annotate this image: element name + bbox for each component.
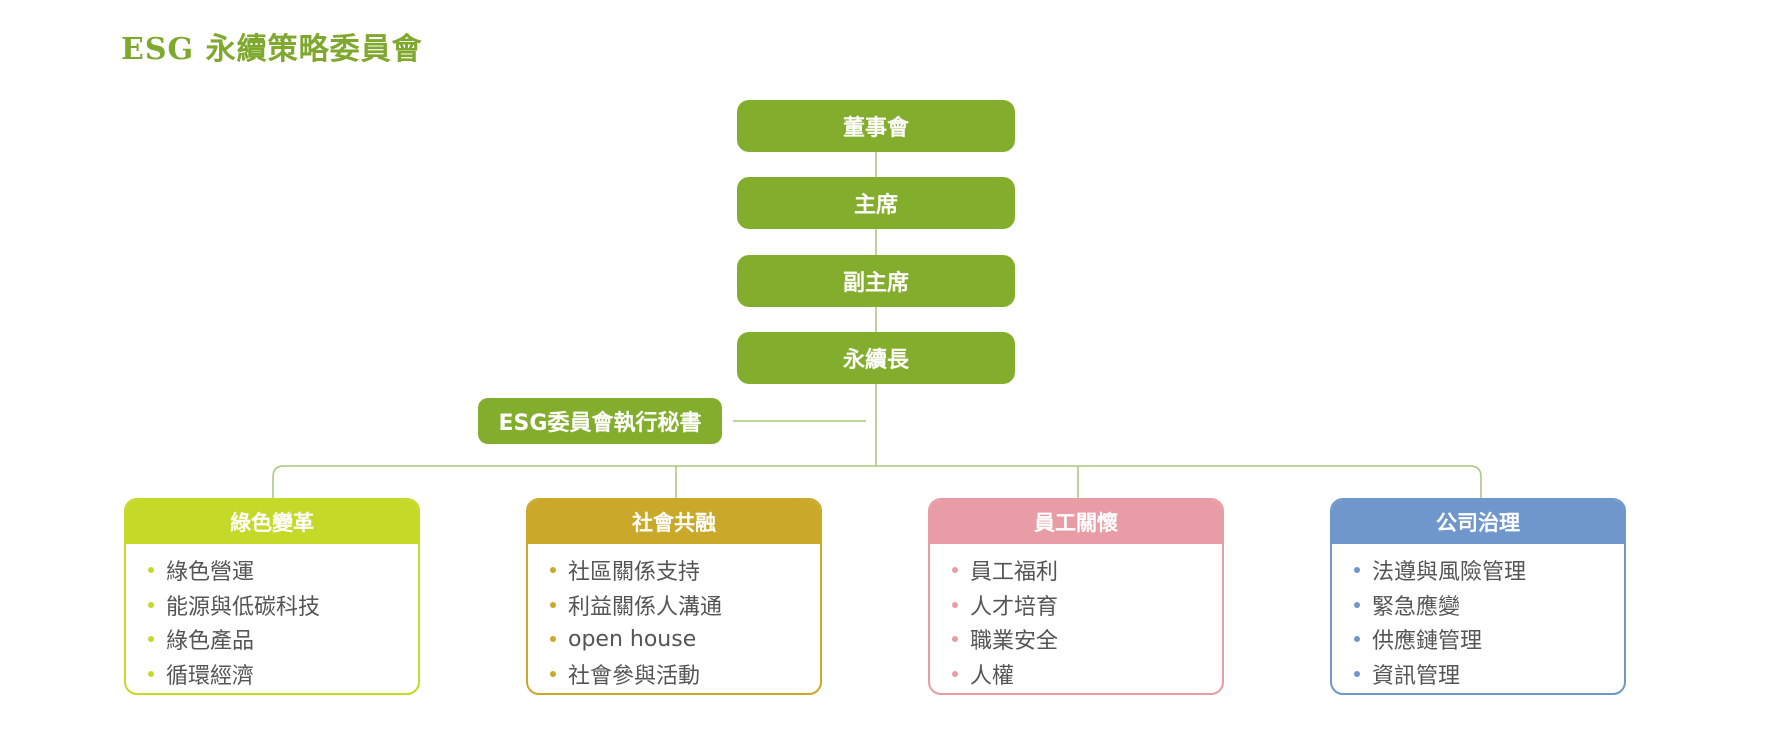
bullet-icon (148, 601, 154, 608)
list-item: 緊急應變 (1354, 588, 1624, 623)
bullet-icon (148, 636, 154, 643)
group-item-list: 員工福利 人才培育 職業安全 人權 (930, 544, 1222, 691)
list-item: 綠色產品 (148, 622, 418, 657)
bullet-icon (550, 601, 556, 608)
bullet-icon (952, 636, 958, 643)
group-header: 社會共融 (528, 500, 820, 544)
bullet-icon (148, 670, 154, 677)
list-item: 員工福利 (952, 553, 1222, 588)
group-header: 綠色變革 (126, 500, 418, 544)
list-item-label: open house (568, 626, 697, 652)
group-item-list: 綠色營運 能源與低碳科技 綠色產品 循環經濟 (126, 544, 418, 691)
bullet-icon (550, 636, 556, 643)
list-item-label: 社會參與活動 (568, 663, 701, 689)
page-title: ESG 永續策略委員會 (121, 32, 423, 67)
group-card-social: 社會共融 社區關係支持 利益關係人溝通 open house 社會參與活動 (526, 498, 822, 695)
bullet-icon (1354, 601, 1360, 608)
list-item-label: 綠色產品 (166, 629, 255, 655)
list-item: 循環經濟 (148, 657, 418, 692)
list-item-label: 資訊管理 (1372, 663, 1461, 689)
list-item: 職業安全 (952, 622, 1222, 657)
bullet-icon (952, 601, 958, 608)
cso-node: 永續長 (737, 332, 1015, 384)
bullet-icon (148, 567, 154, 574)
bullet-icon (1354, 636, 1360, 643)
list-item-label: 能源與低碳科技 (166, 594, 321, 620)
bullet-icon (1354, 670, 1360, 677)
group-item-list: 社區關係支持 利益關係人溝通 open house 社會參與活動 (528, 544, 820, 691)
list-item-label: 員工福利 (970, 560, 1059, 586)
list-item: 人權 (952, 657, 1222, 692)
list-item: open house (550, 622, 820, 657)
list-item-label: 社區關係支持 (568, 560, 701, 586)
list-item-label: 人權 (970, 663, 1015, 689)
list-item-label: 供應鏈管理 (1372, 629, 1483, 655)
list-item-label: 人才培育 (970, 594, 1059, 620)
board-node: 董事會 (737, 100, 1015, 152)
list-item: 社會參與活動 (550, 657, 820, 692)
bullet-icon (1354, 567, 1360, 574)
list-item-label: 職業安全 (970, 629, 1059, 655)
list-item-label: 法遵與風險管理 (1372, 560, 1527, 586)
list-item: 綠色營運 (148, 553, 418, 588)
list-item-label: 循環經濟 (166, 663, 255, 689)
group-card-employee: 員工關懷 員工福利 人才培育 職業安全 人權 (928, 498, 1224, 695)
list-item: 利益關係人溝通 (550, 588, 820, 623)
list-item: 資訊管理 (1354, 657, 1624, 692)
bullet-icon (550, 567, 556, 574)
list-item: 法遵與風險管理 (1354, 553, 1624, 588)
group-card-green: 綠色變革 綠色營運 能源與低碳科技 綠色產品 循環經濟 (124, 498, 420, 695)
connector-branch-bar (272, 465, 1482, 498)
group-item-list: 法遵與風險管理 緊急應變 供應鏈管理 資訊管理 (1332, 544, 1624, 691)
list-item-label: 綠色營運 (166, 560, 255, 586)
group-card-governance: 公司治理 法遵與風險管理 緊急應變 供應鏈管理 資訊管理 (1330, 498, 1626, 695)
list-item: 供應鏈管理 (1354, 622, 1624, 657)
bullet-icon (952, 670, 958, 677)
group-header: 員工關懷 (930, 500, 1222, 544)
list-item-label: 利益關係人溝通 (568, 594, 723, 620)
bullet-icon (952, 567, 958, 574)
secretary-node: ESG委員會執行秘書 (478, 398, 722, 444)
vice-chairman-node: 副主席 (737, 255, 1015, 307)
list-item: 人才培育 (952, 588, 1222, 623)
list-item: 能源與低碳科技 (148, 588, 418, 623)
chairman-node: 主席 (737, 177, 1015, 229)
group-header: 公司治理 (1332, 500, 1624, 544)
list-item: 社區關係支持 (550, 553, 820, 588)
bullet-icon (550, 670, 556, 677)
list-item-label: 緊急應變 (1372, 594, 1461, 620)
